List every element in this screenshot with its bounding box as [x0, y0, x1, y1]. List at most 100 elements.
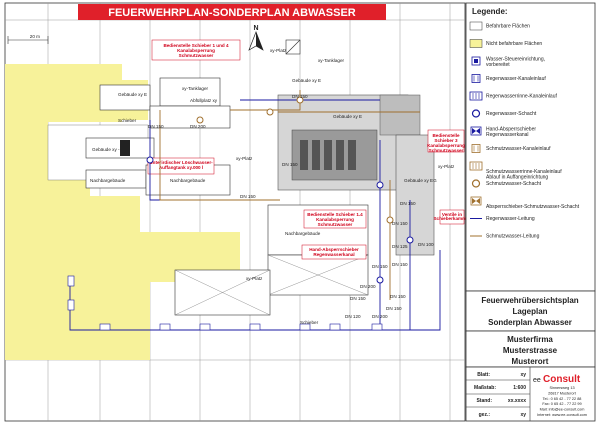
callout-schieber-3 — [427, 129, 465, 153]
legend-item-label: Schmutzwasser-Leitung — [486, 234, 540, 240]
inlet-row-bottom — [67, 275, 383, 331]
legend-item-label: Wasser-Steuereinrichtung,vorbereitet — [486, 57, 545, 69]
dn-label: DN 150 — [392, 221, 408, 226]
legend-item-label: Regenwasser-Leitung — [486, 216, 535, 222]
dn-label: DN 150 — [390, 294, 406, 299]
massstab-label: Maßstab: — [474, 385, 496, 391]
legend-item-label: Regenwasser-Kanaleinlauf — [486, 76, 546, 82]
callout-hand-absperr — [301, 244, 367, 260]
dn-label: DN 100 — [418, 242, 434, 247]
legend-item: Schmutzwasser-Schacht — [471, 179, 542, 188]
title-bar — [78, 4, 386, 20]
dn-label: DN 150 — [350, 296, 366, 301]
block-a — [149, 105, 231, 129]
brand-address-line: Mail: info@ee-consult.com — [540, 408, 585, 412]
brand-address-line: 26817 Musterort — [548, 391, 577, 395]
logo-prefix: ee — [533, 377, 541, 384]
tank-row — [300, 140, 356, 170]
legend-item-label: Nicht befahrbare Flächen — [486, 41, 542, 47]
stand-value: xx.xxxx — [508, 398, 526, 404]
building-left-e — [99, 84, 151, 111]
dn-labels: DN 150 DN 200 DN 150 DN 150 DN 150 DN 15… — [148, 94, 434, 319]
callout-ventile — [439, 209, 465, 225]
plan-title-3: Sonderplan Abwasser — [488, 318, 572, 327]
manhole-brown-icon — [471, 179, 481, 188]
plan-title-2: Lageplan — [512, 307, 547, 316]
building-left-e-label: Gebäude xy E — [118, 92, 147, 97]
scale-label: 20 m — [30, 34, 40, 39]
page-title: FEUERWEHRPLAN-SONDERPLAN ABWASSER — [108, 7, 356, 19]
dn-label: DN 120 — [345, 314, 361, 319]
gez-value: xy — [520, 412, 526, 418]
xy-platz-lower: xy-Platz — [246, 276, 263, 281]
dn-label: DN 200 — [372, 314, 388, 319]
callout-loeschwasser — [147, 157, 215, 175]
dn-label: DN 150 — [148, 124, 164, 129]
nachbargebaeude-mid-label: Nachbargebäude — [170, 178, 206, 183]
manholes — [146, 96, 414, 284]
manhole-blue-icon — [471, 109, 481, 118]
dn-label: DN 150 — [372, 264, 388, 269]
legend-item-label: Befahrbare Flächen — [486, 24, 530, 30]
inlet-brown-double-icon — [469, 161, 483, 171]
dn-label: DN 200 — [360, 284, 376, 289]
gez-label: gez.: — [479, 412, 491, 418]
massstab-value: 1:600 — [513, 385, 526, 391]
building-xy-eg-label: Gebäude xy EG — [404, 178, 437, 183]
abfullplatz-label: Abfüllplatz xy — [190, 98, 218, 103]
legend-item: Wasser-Steuereinrichtung,vorbereitet — [471, 57, 545, 69]
dn-label: DN 200 — [190, 124, 206, 129]
legend-item-label: Absperrschieber-Schmutzwasser-Schacht — [486, 204, 580, 210]
legend-item-label: Schmutzwasser-Kanaleinlauf — [486, 146, 551, 152]
legend-item: Regenwasser-Leitung — [470, 216, 535, 222]
xy-platz-right: xy-Platz — [438, 164, 455, 169]
legend-item: Regenwasserrinne-Kanaleinlauf — [469, 91, 557, 101]
callout-2-text: Unterirdischer Löschwasser-Auffangtank x… — [149, 160, 213, 170]
title-block: Feuerwehrübersichtsplan Lageplan Sonderp… — [465, 290, 596, 422]
tank-black — [120, 140, 130, 156]
xy-platz-top: xy-Platz — [270, 48, 287, 53]
schieber-label: Schieber — [118, 118, 137, 123]
plan-title-1: Feuerwehrübersichtsplan — [481, 296, 578, 305]
legend-item-label: Regenwasser-Schacht — [486, 111, 537, 117]
dn-label: DN 150 — [400, 201, 416, 206]
wastewater-pipes — [159, 90, 420, 300]
yellow-area-mid — [180, 232, 240, 272]
brand-address-line: Sinnersweg 13 — [549, 386, 574, 390]
xy-tanklager-top: xy-Tanklager — [318, 58, 345, 63]
nachbargebaeude-bottom-label: Nachbargebäude — [285, 231, 321, 236]
dn-label: DN 125 — [392, 244, 408, 249]
inlet-blue-icon — [471, 74, 481, 83]
building-xy-e-mid-label: Gebäude xy - E — [92, 147, 124, 152]
callout-schieber-1-4 — [151, 39, 241, 61]
xy-platz-mid: xy-Platz — [236, 156, 253, 161]
north-arrow-icon: N — [248, 25, 264, 51]
dn-label: DN 150 — [392, 262, 408, 267]
building-xy-eg — [395, 134, 435, 256]
inlet-brown-icon — [471, 144, 481, 153]
legend-item-label: Regenwasserrinne-Kanaleinlauf — [486, 94, 557, 100]
swatch-white-icon — [469, 21, 483, 31]
legend-item-label: Schmutzwasser-Schacht — [486, 181, 542, 187]
company-town: Musterort — [512, 357, 549, 366]
swatch-yellow-icon — [469, 39, 483, 48]
yellow-area-left — [5, 64, 180, 360]
legend-item: Nicht befahrbare Flächen — [469, 39, 542, 48]
building-xy-right — [379, 94, 421, 136]
legend-item: Regenwasser-Schacht — [471, 109, 537, 118]
dn-label: DN 150 — [292, 94, 308, 99]
legend-item: Regenwasser-Kanaleinlauf — [471, 74, 546, 83]
brand-address-line: Internet: www.ee-consult.com — [537, 413, 587, 417]
schieber-bottom-label: Schieber — [300, 320, 319, 325]
building-top-label: Gebäude xy E — [292, 78, 321, 83]
